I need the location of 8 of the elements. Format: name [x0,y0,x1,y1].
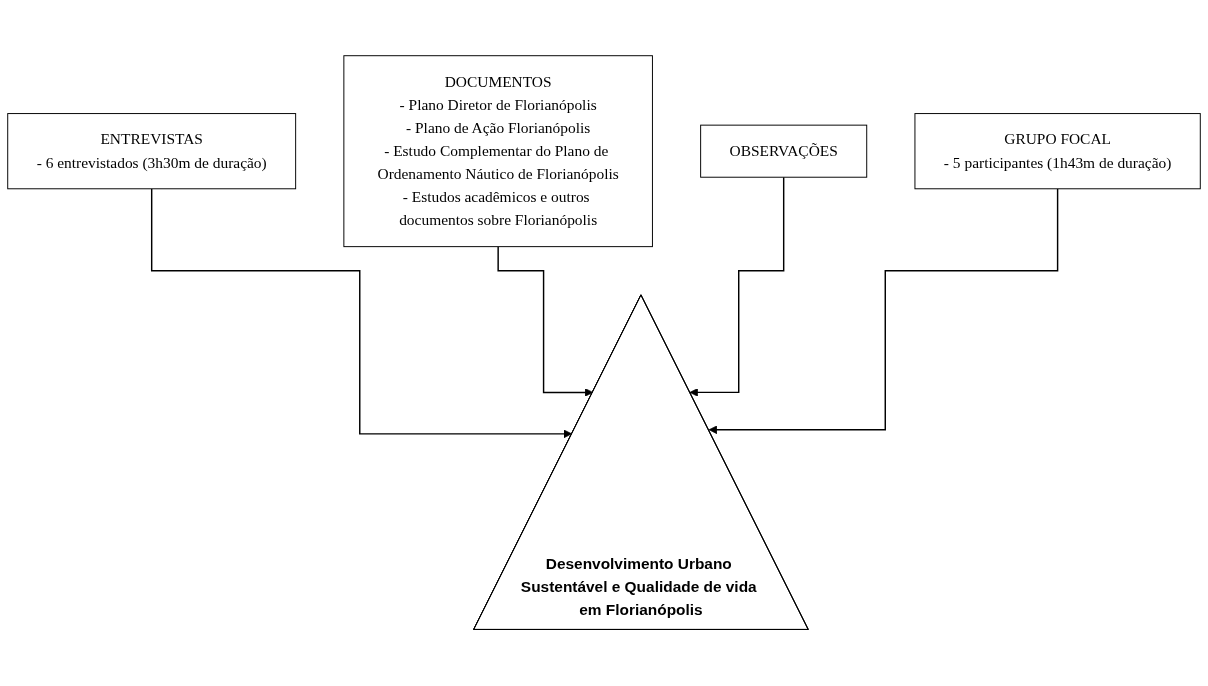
node-box: GRUPO FOCAL - 5 participantes (1h43m de duração) [914,113,1201,190]
arrow [150,188,573,439]
node-box: OBSERVAÇÕES [700,125,868,179]
node-box: DOCUMENTOS - Plano Diretor de Florianópolis - Plano de Ação Florianópolis - Estudo Complementar do Plano de Ordenamento Náutico de Florianópolis - Estudos acadêmicos e outros documentos sobre Florianópolis [343,55,653,248]
node-box: ENTREVISTAS - 6 entrevistados (3h30m de duração) [7,113,297,190]
arrow [689,176,785,398]
arrow [708,188,1059,435]
arrow [497,246,594,398]
